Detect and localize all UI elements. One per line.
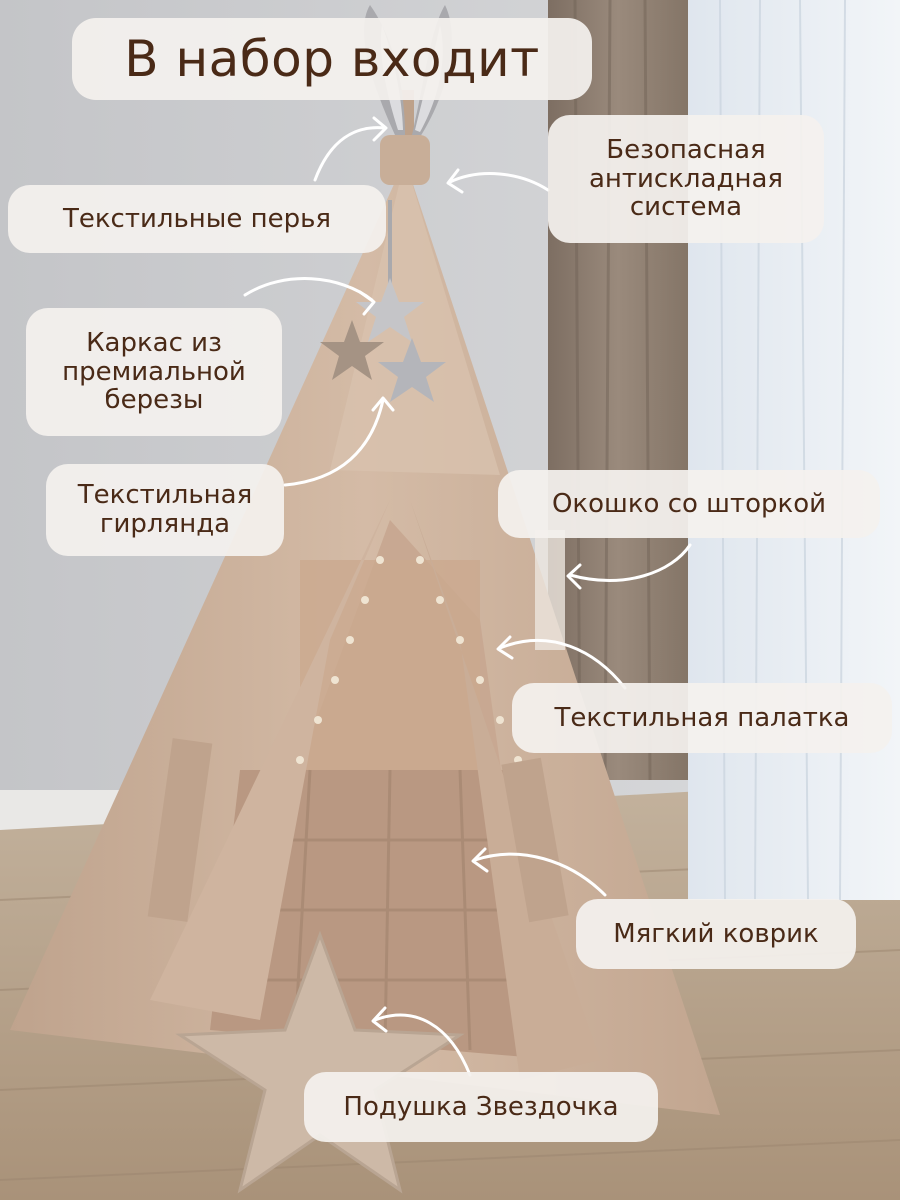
label-safety-system: Безопасная антискладная система [548,115,824,243]
label-star-pillow: Подушка Звездочка [304,1072,658,1142]
label-textile-garland: Текстильная гирлянда [46,464,284,556]
label-birch-frame: Каркас из премиальной березы [26,308,282,436]
label-window-curtain: Окошко со шторкой [498,470,880,538]
label-textile-feathers: Текстильные перья [8,185,386,253]
star-garland-icon [320,200,446,402]
page-title: В набор входит [72,18,592,100]
tent-window [535,530,565,650]
baseboard [0,790,120,830]
label-textile-tent: Текстильная палатка [512,683,892,753]
label-soft-mat: Мягкий коврик [576,899,856,969]
